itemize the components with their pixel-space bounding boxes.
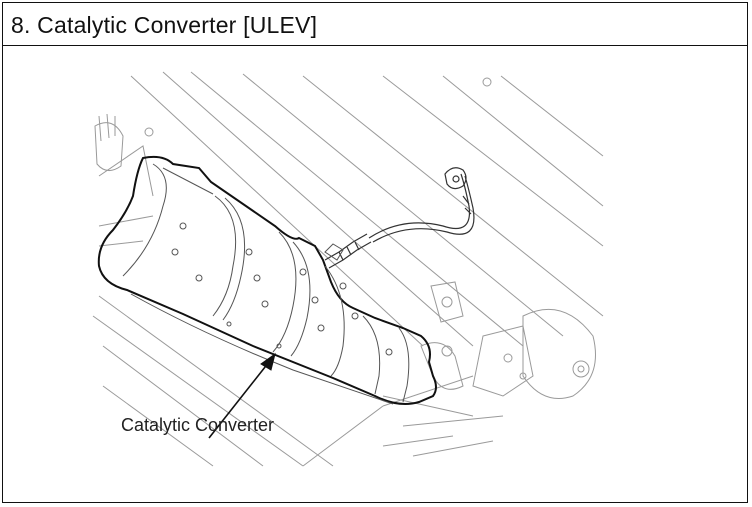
page-title: 8. Catalytic Converter [ULEV] — [11, 12, 318, 38]
catalytic-converter-drawing — [92, 71, 604, 467]
converter-detail — [122, 163, 410, 405]
converter-shell — [97, 155, 437, 405]
oxygen-sensor — [324, 167, 475, 269]
callout-arrow — [208, 352, 276, 439]
callout-label-catalytic-converter: Catalytic Converter — [121, 415, 275, 435]
title-bar: 8. Catalytic Converter [ULEV] — [3, 3, 747, 46]
underbody-background-lines — [92, 71, 604, 467]
diagram-area — [3, 46, 747, 502]
